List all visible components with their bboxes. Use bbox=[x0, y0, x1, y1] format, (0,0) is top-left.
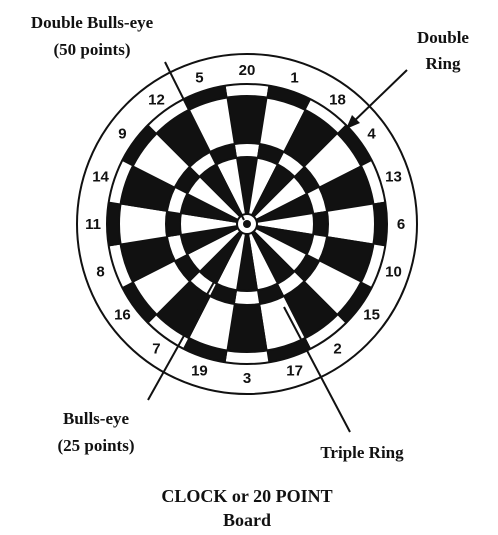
board-number-2: 2 bbox=[333, 341, 341, 358]
dartboard: 20 1 18 4 13 6 10 15 2 17 3 19 7 16 8 11 14 9 12 5 bbox=[77, 54, 417, 394]
board-number-14: 14 bbox=[92, 168, 109, 185]
board-number-12: 12 bbox=[148, 91, 165, 108]
board-number-18: 18 bbox=[329, 91, 346, 108]
board-number-6: 6 bbox=[397, 216, 405, 233]
double-bull bbox=[243, 220, 251, 228]
triple-segment-3 bbox=[234, 290, 259, 305]
board-number-5: 5 bbox=[195, 70, 203, 87]
board-number-8: 8 bbox=[96, 264, 104, 281]
double-bullseye-label-line2: (50 points) bbox=[54, 40, 131, 59]
triple-segment-11 bbox=[166, 211, 181, 236]
board-number-15: 15 bbox=[363, 307, 380, 324]
caption-line2: Board bbox=[223, 510, 271, 530]
double-ring-label-line2: Ring bbox=[426, 54, 461, 73]
double-ring-label-line1: Double bbox=[417, 28, 469, 47]
caption-line1: CLOCK or 20 POINT bbox=[161, 486, 332, 506]
board-number-11: 11 bbox=[85, 216, 101, 233]
board-number-16: 16 bbox=[114, 307, 131, 324]
board-number-13: 13 bbox=[385, 168, 402, 185]
triple-segment-20 bbox=[234, 143, 259, 158]
board-number-3: 3 bbox=[243, 370, 251, 387]
triple-segment-6 bbox=[313, 211, 328, 236]
board-number-17: 17 bbox=[286, 362, 303, 379]
board-number-1: 1 bbox=[290, 70, 298, 87]
double-bullseye-label-line1: Double Bulls-eye bbox=[31, 13, 154, 32]
triple-ring-label: Triple Ring bbox=[320, 443, 404, 462]
bullseye-label-line1: Bulls-eye bbox=[63, 409, 130, 428]
board-number-20: 20 bbox=[239, 62, 256, 79]
board-number-19: 19 bbox=[191, 362, 208, 379]
board-number-4: 4 bbox=[367, 125, 376, 142]
board-number-7: 7 bbox=[152, 341, 160, 358]
bullseye-label-line2: (25 points) bbox=[58, 436, 135, 455]
board-number-9: 9 bbox=[118, 125, 126, 142]
board-number-10: 10 bbox=[385, 264, 402, 281]
